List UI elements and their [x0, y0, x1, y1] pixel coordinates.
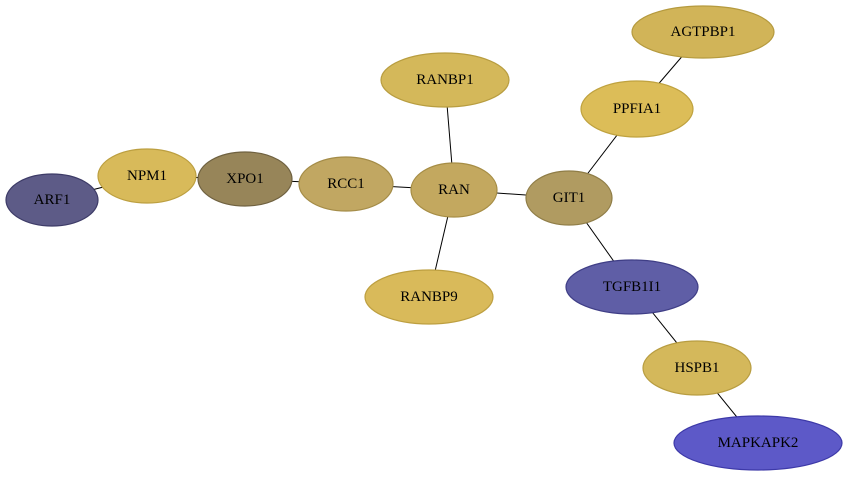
node-ellipse[interactable] — [380, 52, 510, 108]
node-label: RAN — [438, 182, 470, 198]
node-ellipse[interactable] — [565, 259, 699, 315]
node-ranbp9[interactable]: RANBP9 — [364, 269, 494, 325]
node-npm1[interactable]: NPM1 — [97, 148, 197, 204]
node-ellipse[interactable] — [197, 151, 293, 207]
node-ellipse[interactable] — [631, 5, 775, 59]
node-git1[interactable]: GIT1 — [525, 170, 613, 226]
node-tgfb1i1[interactable]: TGFB1I1 — [565, 259, 699, 315]
node-ellipse[interactable] — [97, 148, 197, 204]
node-agtpbp1[interactable]: AGTPBP1 — [631, 5, 775, 59]
node-label: XPO1 — [226, 171, 264, 187]
node-label: RCC1 — [327, 176, 365, 192]
node-arf1[interactable]: ARF1 — [5, 173, 99, 227]
node-label: MAPKAPK2 — [718, 435, 799, 451]
node-ellipse[interactable] — [364, 269, 494, 325]
node-ellipse[interactable] — [410, 162, 498, 218]
node-ranbp1[interactable]: RANBP1 — [380, 52, 510, 108]
node-label: AGTPBP1 — [670, 24, 735, 40]
node-label: RANBP9 — [400, 289, 458, 305]
node-ellipse[interactable] — [673, 415, 843, 471]
node-ran[interactable]: RAN — [410, 162, 498, 218]
node-label: NPM1 — [127, 168, 167, 184]
node-mapkapk2[interactable]: MAPKAPK2 — [673, 415, 843, 471]
node-label: RANBP1 — [416, 72, 474, 88]
node-label: PPFIA1 — [613, 101, 661, 117]
node-hspb1[interactable]: HSPB1 — [642, 340, 752, 396]
node-label: HSPB1 — [674, 360, 719, 376]
node-ellipse[interactable] — [580, 80, 694, 138]
node-label: ARF1 — [34, 192, 71, 208]
node-ppfia1[interactable]: PPFIA1 — [580, 80, 694, 138]
node-xpo1[interactable]: XPO1 — [197, 151, 293, 207]
node-ellipse[interactable] — [642, 340, 752, 396]
node-ellipse[interactable] — [525, 170, 613, 226]
node-label: GIT1 — [553, 190, 586, 206]
node-ellipse[interactable] — [298, 156, 394, 212]
node-rcc1[interactable]: RCC1 — [298, 156, 394, 212]
node-label: TGFB1I1 — [603, 279, 661, 295]
node-ellipse[interactable] — [5, 173, 99, 227]
